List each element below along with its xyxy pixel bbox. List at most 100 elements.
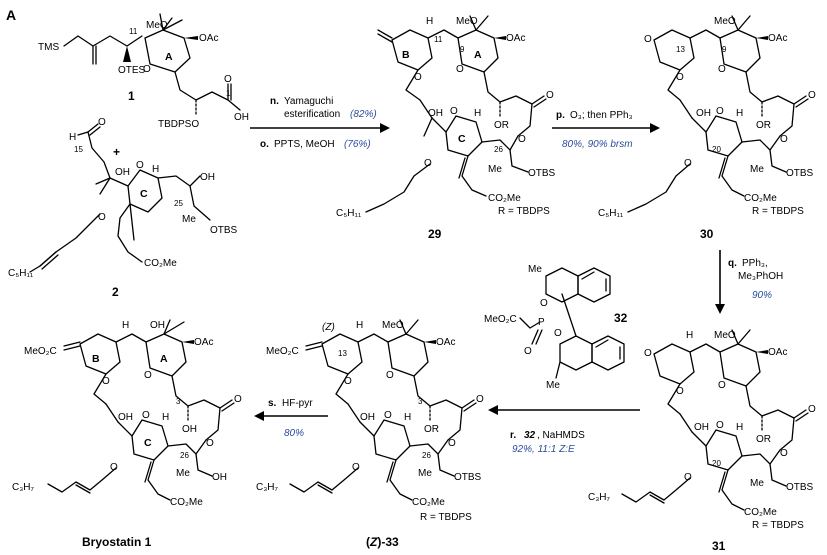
- ester-o-30b: O: [684, 158, 692, 169]
- oh-label-bryo-top: OH: [150, 320, 165, 331]
- ester-o-29b: O: [424, 158, 432, 169]
- oh-label-33: OH: [360, 412, 375, 423]
- locant-13-33: 13: [338, 349, 347, 358]
- tms-label: TMS: [38, 42, 59, 53]
- ring-o-33b: O: [344, 376, 352, 387]
- locant-11-29: 11: [434, 35, 443, 44]
- meo-label-33: MeO: [382, 320, 404, 331]
- meo-label-1: MeO: [146, 20, 168, 31]
- h-label-bryo-c: H: [162, 412, 169, 423]
- oh-label-2: OH: [115, 167, 130, 178]
- ring-a-label-29: A: [474, 49, 482, 61]
- compound-31-number: 31: [712, 539, 726, 553]
- ester-o-33b: O: [352, 462, 360, 473]
- compound-2-structure: H O 15 OH O C H OH 25 Me OTBS CO₂Me O C₅…: [8, 117, 238, 279]
- ring-o-29b: O: [414, 72, 422, 83]
- step-q-line1: PPh₃,: [742, 258, 768, 269]
- bryostatin-1-name: Bryostatin 1: [82, 535, 152, 549]
- ring-o-bryo-c: O: [142, 410, 150, 421]
- locant-20-30: 20: [712, 145, 721, 154]
- plus-sign: +: [113, 145, 120, 159]
- co2me-label-31: CO₂Me: [744, 507, 777, 518]
- ring-h-2: H: [152, 164, 159, 175]
- locant-11: 11: [129, 27, 138, 36]
- ring-o-31b: O: [676, 386, 684, 397]
- step-o-text: PPTS, MeOH: [274, 139, 335, 150]
- step-n-yield: (82%): [350, 109, 377, 120]
- c3h7-label-31: C₃H₇: [588, 492, 611, 503]
- or-label-31: OR: [756, 434, 771, 445]
- step-r-yield: 92%, 11:1 Z:E: [512, 444, 575, 455]
- locant-20-31: 20: [712, 459, 721, 468]
- ketone-o-30: O: [644, 34, 652, 45]
- ring-o-33c: O: [384, 410, 392, 421]
- meo-label-30: MeO: [714, 16, 736, 27]
- aldehyde-o: O: [98, 117, 106, 128]
- ester-o-2: O: [98, 212, 106, 223]
- h-label-bryo-a: H: [122, 320, 129, 331]
- h-label-30c: H: [736, 108, 743, 119]
- step-q-yield: 90%: [752, 290, 772, 301]
- phosphorus-label: P: [538, 317, 545, 328]
- locant-1: 1: [226, 89, 231, 98]
- oac-label-31: OAc: [768, 347, 787, 358]
- ring-o-31a: O: [718, 380, 726, 391]
- oh-label-30: OH: [696, 108, 711, 119]
- or-label-29: OR: [494, 120, 509, 131]
- otbs-label-2: OTBS: [210, 225, 238, 236]
- meo-label-29: MeO: [456, 16, 478, 27]
- ketone-o-31: O: [644, 348, 652, 359]
- co2me-label-bryo: CO₂Me: [170, 497, 203, 508]
- oh-label-bryo-26: OH: [212, 472, 227, 483]
- ring-o-33a: O: [386, 370, 394, 381]
- ester-o-bryo: O: [206, 438, 214, 449]
- compound-29-structure: B H 11 O MeO 9 A O OAc O OR O OH O H C 2…: [336, 15, 556, 219]
- methyl-30: Me: [750, 164, 764, 175]
- step-r-arrow: r. 32 , NaHMDS 92%, 11:1 Z:E: [488, 405, 640, 455]
- methyl-32b: Me: [546, 380, 560, 391]
- o-label-32a: O: [540, 298, 548, 309]
- otbs-label-29: OTBS: [528, 168, 556, 179]
- step-r-reagent: 32: [524, 430, 536, 441]
- c5h11-label-30: C₅H₁₁: [598, 208, 624, 219]
- step-s-yield: 80%: [284, 428, 304, 439]
- oh-label-bryo: OH: [118, 412, 133, 423]
- compound-30-structure: O 13 O MeO 9 O OAc O OR O OH O H 20 Me O…: [598, 15, 816, 219]
- carbonyl-o-30: O: [808, 90, 816, 101]
- step-r-text: , NaHMDS: [537, 430, 585, 441]
- oac-label-30: OAc: [768, 33, 787, 44]
- carbonyl-o-1: O: [224, 74, 232, 85]
- compound-1-number: 1: [128, 89, 135, 103]
- compound-z33-structure: (Z) MeO₂C 13 O H MeO O OAc O 3 OR O OH O…: [256, 319, 484, 523]
- o-label-32c: O: [554, 328, 562, 339]
- step-p-letter: p.: [556, 110, 565, 121]
- locant-26-29: 26: [494, 145, 503, 154]
- step-s-text: HF-pyr: [282, 398, 313, 409]
- step-q-letter: q.: [728, 258, 737, 269]
- ring-o-2: O: [136, 160, 144, 171]
- r-def-29: R = TBDPS: [498, 206, 550, 217]
- oac-label-1: OAc: [199, 33, 218, 44]
- h-label-31c: H: [736, 422, 743, 433]
- methyl-29: Me: [488, 164, 502, 175]
- ring-a-label-bryo: A: [160, 353, 168, 365]
- compound-z33-number: (Z)-33: [366, 535, 399, 549]
- locant-15: 15: [74, 145, 83, 154]
- locant-3-33: 3: [418, 397, 423, 406]
- z-label-33: (Z): [322, 322, 335, 333]
- or-label-30: OR: [756, 120, 771, 131]
- meo-label-31: MeO: [714, 330, 736, 341]
- compound-32-structure: Me MeO₂C P O O O Me: [484, 264, 625, 391]
- compound-2-number: 2: [112, 285, 119, 299]
- step-p-text: O₃; then PPh₃: [570, 110, 633, 121]
- or-label-33: OR: [424, 424, 439, 435]
- methyl-33: Me: [418, 468, 432, 479]
- methyl-bryo: Me: [176, 468, 190, 479]
- h-label-33a: H: [356, 320, 363, 331]
- c3h7-label-bryo: C₃H₇: [12, 482, 35, 493]
- c5h11-label-2: C₅H₁₁: [8, 268, 34, 279]
- oh-label-bryo-3: OH: [182, 424, 197, 435]
- carbonyl-o-33: O: [476, 394, 484, 405]
- h-label-33c: H: [404, 412, 411, 423]
